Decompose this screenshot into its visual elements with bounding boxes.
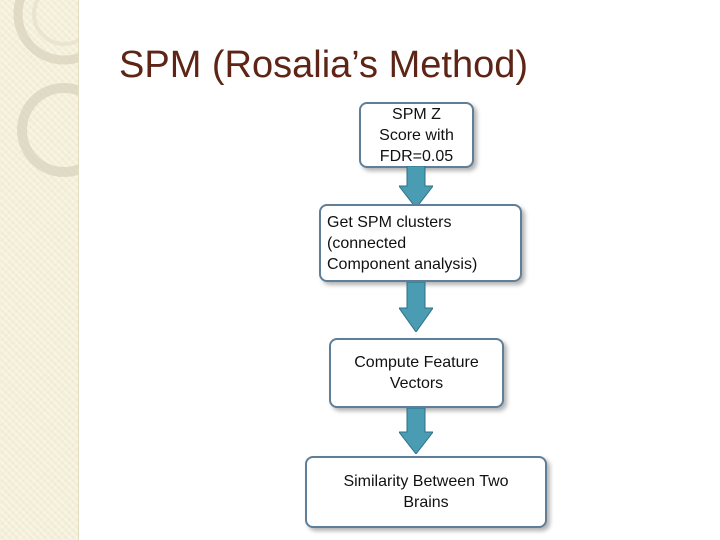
flow-step-compute-feature-vectors: Compute Feature Vectors (329, 338, 504, 408)
decorative-sidebar (0, 0, 79, 540)
flow-step-label: SPM Z Score with FDR=0.05 (379, 104, 454, 167)
flow-arrow-1 (399, 166, 433, 208)
flow-arrow-3 (399, 408, 433, 454)
flow-step-similarity-between-brains: Similarity Between Two Brains (305, 456, 547, 528)
flow-step-get-spm-clusters: Get SPM clusters (connected Component an… (319, 204, 522, 282)
flow-step-label: Get SPM clusters (connected Component an… (327, 212, 477, 275)
decorative-rings (0, 0, 78, 540)
slide-title: SPM (Rosalia’s Method) (119, 44, 528, 87)
flow-arrow-2 (399, 282, 433, 332)
flow-step-spm-z-score: SPM Z Score with FDR=0.05 (359, 102, 474, 168)
flow-step-label: Similarity Between Two Brains (343, 471, 508, 513)
flow-step-label: Compute Feature Vectors (354, 352, 479, 394)
